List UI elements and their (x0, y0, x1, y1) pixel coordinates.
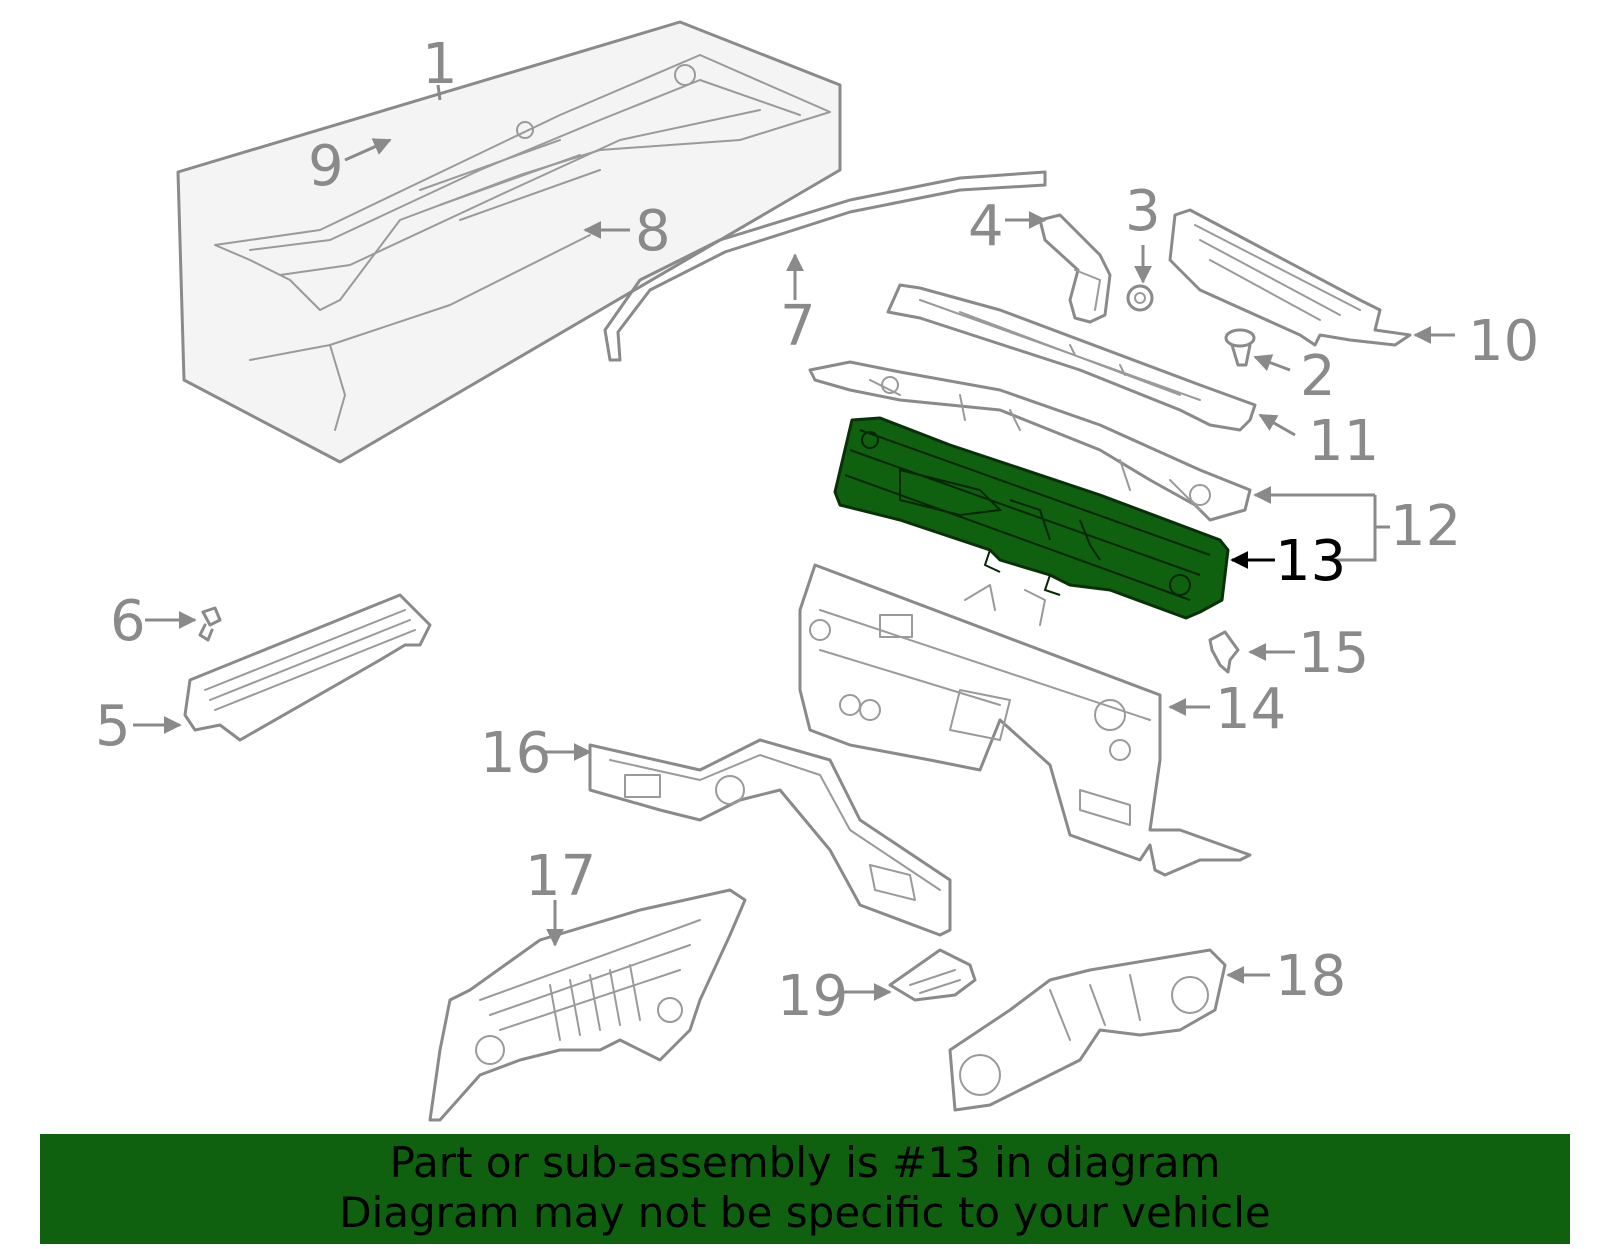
parts-diagram: 1 9 8 7 4 3 10 2 11 12 13 15 14 6 5 16 1… (95, 20, 1539, 1122)
callout-16: 16 (480, 721, 551, 786)
info-banner: Part or sub-assembly is #13 in diagram D… (40, 1134, 1570, 1244)
leader-9 (344, 138, 392, 162)
callout-7: 7 (780, 294, 816, 359)
part-15-clip (1208, 630, 1240, 674)
callout-11: 11 (1308, 409, 1379, 474)
part-13-dash-panel-highlighted (833, 416, 1230, 620)
callout-4: 4 (968, 194, 1004, 259)
leader-1 (436, 84, 442, 101)
part-4-bracket (1038, 213, 1112, 324)
callout-12: 12 (1390, 494, 1461, 559)
callout-18: 18 (1275, 944, 1346, 1009)
leader-2 (1253, 354, 1291, 372)
callout-3: 3 (1125, 179, 1161, 244)
callout-14: 14 (1215, 677, 1286, 742)
banner-line-2: Diagram may not be specific to your vehi… (339, 1188, 1271, 1237)
part-5-sill-plate (183, 593, 432, 742)
banner-line-1: Part or sub-assembly is #13 in diagram (389, 1138, 1221, 1187)
callout-19: 19 (777, 964, 848, 1029)
part-14-firewall (798, 563, 1252, 877)
callout-17: 17 (525, 844, 596, 909)
part-12-cowl-panel (808, 360, 1252, 522)
leader-11 (1258, 413, 1296, 437)
leader-lines (133, 84, 1455, 1001)
part-1-cowl-assembly (176, 20, 842, 464)
callout-15: 15 (1298, 621, 1369, 686)
part-10-side-panel (1168, 208, 1412, 347)
part-19-bracket (888, 948, 977, 1002)
callout-10: 10 (1468, 309, 1539, 374)
callout-13: 13 (1275, 529, 1346, 594)
leader-12 (1330, 495, 1377, 562)
callout-2: 2 (1300, 344, 1336, 409)
callout-9: 9 (308, 134, 344, 199)
part-3-nut (1126, 284, 1154, 312)
part-11-upper-panel (886, 283, 1257, 432)
part-17-insulator (428, 888, 747, 1122)
callout-8: 8 (635, 199, 671, 264)
part-18-insulator (948, 948, 1227, 1112)
callout-1: 1 (422, 32, 458, 97)
callout-6: 6 (110, 589, 146, 654)
part-7-weatherstrip (603, 170, 1047, 362)
part-6-bolt (198, 606, 222, 642)
callout-labels: 1 9 8 7 4 3 10 2 11 12 13 15 14 6 5 16 1… (95, 32, 1539, 1029)
callout-5: 5 (95, 694, 131, 759)
part-16-reinforcement (588, 738, 952, 937)
part-2-clip (1224, 328, 1256, 367)
